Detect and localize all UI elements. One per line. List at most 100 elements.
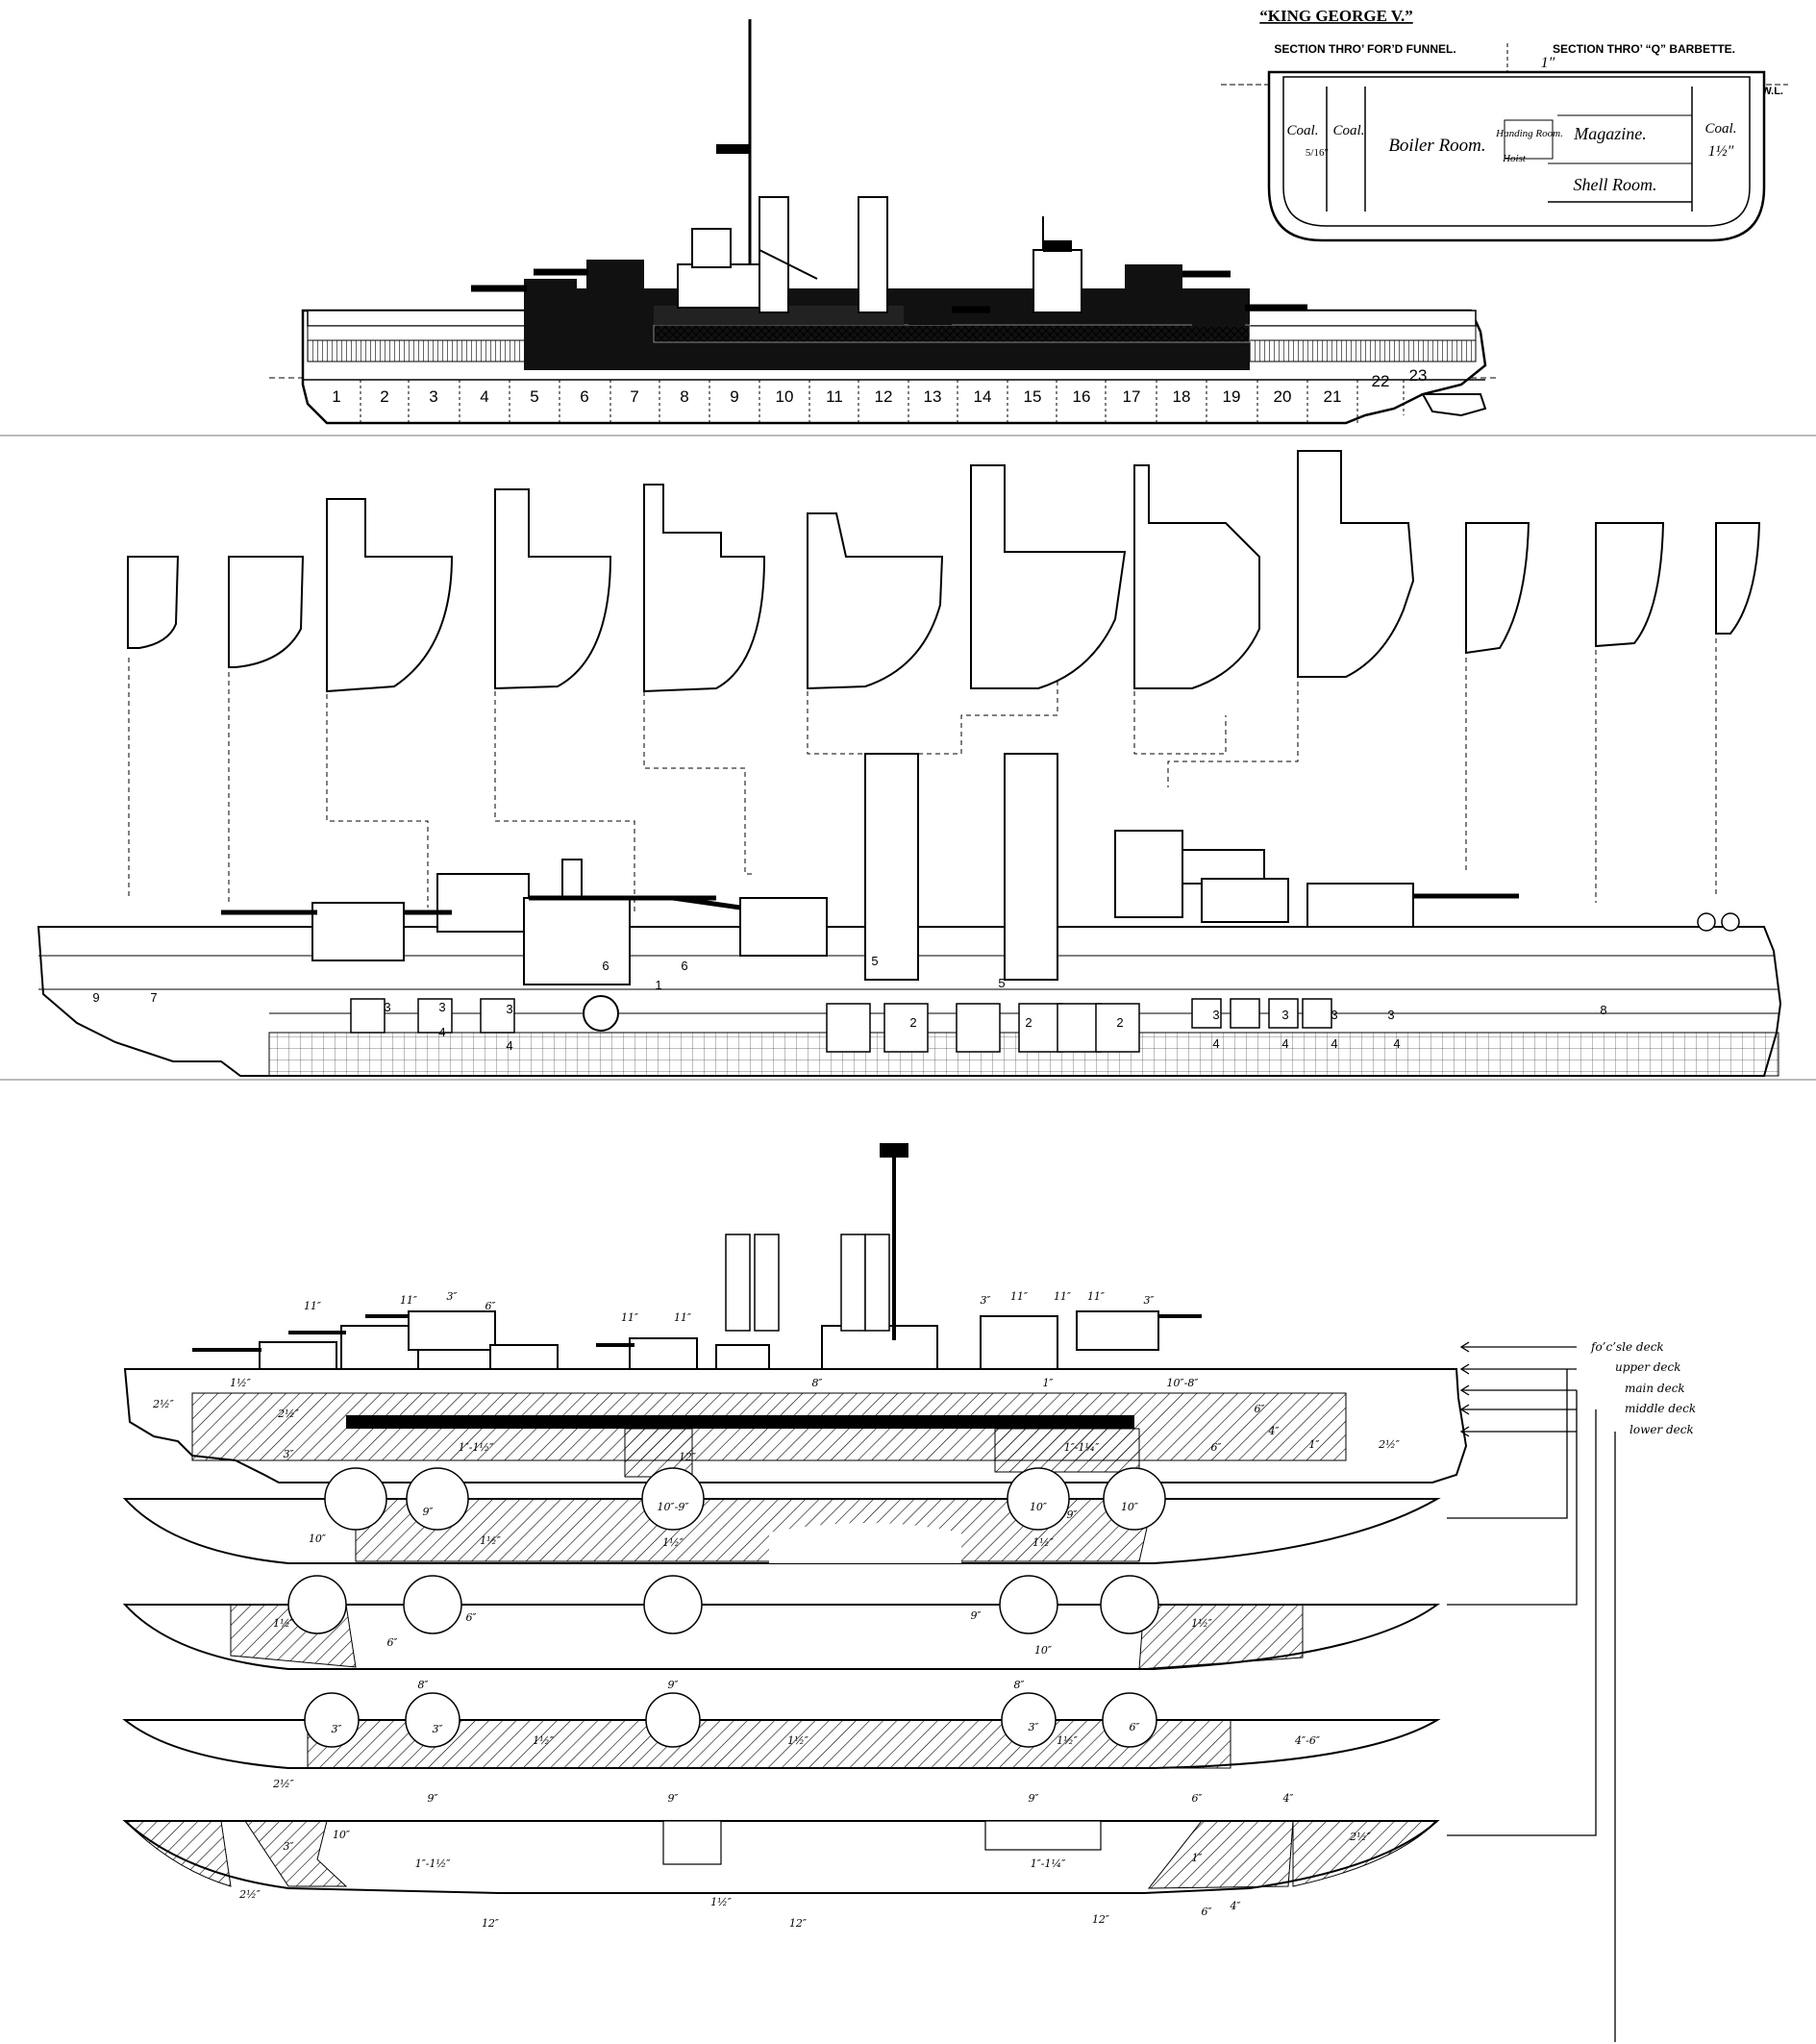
armour-thickness-label: 1″-1½″ — [459, 1441, 494, 1454]
cross-section — [807, 512, 944, 690]
frame-number: 9 — [730, 387, 738, 406]
deck-label: upper deck — [1615, 1360, 1681, 1374]
callout-label: 3 — [1212, 1008, 1219, 1022]
armour-thickness-label: 11″ — [1054, 1290, 1072, 1303]
main-belt — [346, 1415, 1134, 1429]
callout-label: 4 — [506, 1038, 512, 1053]
armour-thickness-label: 11″ — [1087, 1290, 1106, 1303]
callout-label: 3 — [1281, 1008, 1288, 1022]
callout-label: 3 — [1331, 1008, 1337, 1022]
frame-number: 4 — [480, 387, 488, 406]
callout-label: 3 — [506, 1002, 512, 1016]
callout-label: 1 — [655, 978, 661, 992]
cross-section — [970, 464, 1127, 689]
callout-label: 4 — [1281, 1036, 1288, 1051]
cross-section — [127, 556, 180, 649]
armour-thickness-label: 6″ — [1254, 1403, 1265, 1415]
armour-thickness-label: 1½″ — [662, 1536, 684, 1549]
thickness-label: 1″ — [1541, 55, 1555, 71]
callout-label: 2 — [1116, 1015, 1123, 1030]
cross-section — [1133, 464, 1260, 689]
armour-thickness-label: 1½″ — [533, 1734, 555, 1747]
callout-label: 2 — [909, 1015, 916, 1030]
armour-thickness-label: 6″ — [1129, 1721, 1140, 1733]
cross-section — [1297, 450, 1415, 678]
armour-thickness-label: 12″ — [789, 1917, 808, 1930]
callout-label: 3 — [438, 1000, 445, 1014]
armour-thickness-label: 1½″ — [480, 1534, 502, 1547]
cross-section — [1595, 522, 1665, 648]
callout-label: 6 — [602, 959, 609, 973]
cross-section — [1715, 522, 1761, 635]
armour-profile: 11″ 11″ 3″ 6″ 11″ 11″ 3″ 11″ 11″ 11″ 3″ … — [123, 1143, 1468, 1483]
frame-number: 6 — [580, 387, 588, 406]
frame-number: 5 — [530, 387, 538, 406]
armour-thickness-label: 6″ — [1191, 1792, 1203, 1805]
frame-number: 21 — [1324, 387, 1342, 406]
armour-thickness-label: 11″ — [400, 1294, 418, 1307]
deck-plan-middle: 3″ 3″ 1½″ 1½″ 1½″ 3″ 6″ 4″-6″ 2½″ 9″ 9″ … — [122, 1692, 1441, 1805]
armour-thickness-label: 6″ — [465, 1611, 477, 1624]
callout-label: 6 — [681, 959, 687, 973]
callout-label: 4 — [438, 1025, 445, 1039]
hoist-label: Hoist — [1502, 153, 1527, 164]
armour-thickness-label: 8″ — [1013, 1679, 1025, 1691]
callout-label: 4 — [1393, 1036, 1400, 1051]
frame-number: 23 — [1409, 366, 1428, 385]
armour-thickness-label: 12″ — [1092, 1913, 1110, 1926]
callout-label: 3 — [384, 1000, 390, 1014]
armour-thickness-label: 3″ — [980, 1294, 991, 1307]
frame-number: 16 — [1073, 387, 1091, 406]
diagram-title: “KING GEORGE V.” — [1259, 7, 1413, 25]
frame-number: 12 — [875, 387, 893, 406]
frame-number: 17 — [1123, 387, 1141, 406]
cross-section — [228, 556, 305, 668]
armour-thickness-label: 10″ — [1034, 1644, 1053, 1657]
section-barbette-label: SECTION THRO’ “Q” BARBETTE. — [1553, 42, 1735, 56]
callout-label: 8 — [1600, 1003, 1606, 1017]
armour-thickness-label: 9″ — [422, 1506, 434, 1518]
armour-thickness-label: 1″-1¼″ — [1031, 1857, 1066, 1870]
armour-thickness-label: 4″-6″ — [1294, 1734, 1321, 1747]
bottom-diagram-svg: 11″ 11″ 3″ 6″ 11″ 11″ 3″ 11″ 11″ 11″ 3″ … — [122, 1143, 1696, 2042]
callout-label: 9 — [92, 990, 99, 1005]
armour-thickness-label: 10″-8″ — [1167, 1377, 1200, 1389]
armour-thickness-label: 10″ — [333, 1829, 351, 1841]
armour-thickness-label: 3″ — [283, 1448, 294, 1460]
deck-label: middle deck — [1625, 1402, 1696, 1415]
armour-thickness-label: 9″ — [667, 1792, 679, 1805]
armour-thickness-label: 11″ — [621, 1311, 639, 1324]
cross-section — [1465, 522, 1530, 655]
callout-label: 5 — [871, 954, 878, 968]
shell-room-label: Shell Room. — [1574, 175, 1657, 194]
deck-label: lower deck — [1629, 1423, 1694, 1436]
deck-plan-main: 1½″ 6″ 6″ 9″ 10″ 1½″ 8″ 9″ 8″ — [122, 1575, 1441, 1691]
armour-thickness-label: 4″ — [1267, 1425, 1280, 1437]
armour-thickness-label: 1½″ — [1057, 1734, 1079, 1747]
top-panel-ship-profile: 1 2 3 4 5 6 7 8 9 10 11 12 13 14 15 16 1… — [0, 0, 1816, 433]
middle-diagram-svg: 9 7 3 3 3 4 4 6 1 6 5 5 2 2 2 3 3 3 3 4 … — [37, 450, 1782, 1077]
frame-number: 18 — [1173, 387, 1191, 406]
armour-thickness-label: 10″ — [1121, 1501, 1139, 1513]
armour-thickness-label: 8″ — [417, 1679, 429, 1691]
frame-number: 8 — [680, 387, 688, 406]
armour-thickness-label: 1½″ — [1191, 1617, 1213, 1630]
callout-label: 4 — [1212, 1036, 1219, 1051]
boiler-room-label: Boiler Room. — [1388, 136, 1485, 156]
armour-thickness-label: 1½″ — [787, 1734, 809, 1747]
callout-label: 2 — [1025, 1015, 1032, 1030]
armour-thickness-label: 12″ — [482, 1917, 500, 1930]
hull-section-outline — [1267, 70, 1766, 242]
armour-thickness-label: 12″ — [679, 1451, 697, 1463]
armour-thickness-label: 11″ — [304, 1300, 322, 1312]
armour-thickness-label: 6″ — [485, 1300, 496, 1312]
callout-label: 3 — [1387, 1008, 1394, 1022]
coal-bunker-label: Coal. — [1287, 123, 1319, 138]
armour-thickness-label: 9″ — [970, 1609, 982, 1622]
armour-thickness-label: 3″ — [432, 1723, 443, 1735]
frame-number: 15 — [1024, 387, 1042, 406]
frame-number: 1 — [332, 387, 340, 406]
armour-thickness-label: 1½″ — [230, 1377, 252, 1389]
armour-thickness-label: 10″-9″ — [658, 1501, 690, 1513]
armour-thickness-label: 9″ — [1028, 1792, 1039, 1805]
